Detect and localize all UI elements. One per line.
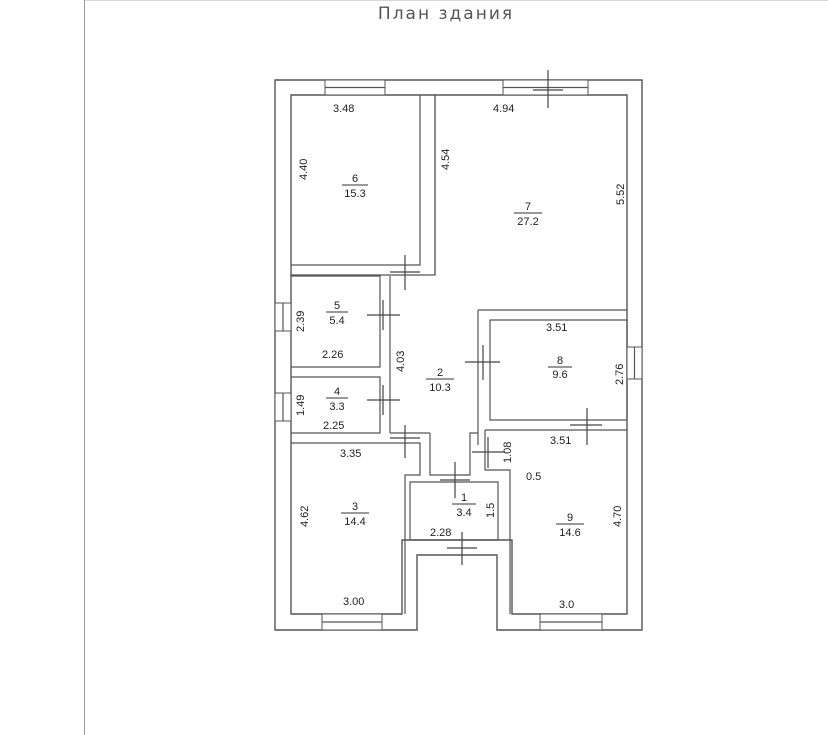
room-label-1: 1 3.4 <box>452 492 476 519</box>
svg-text:2.25: 2.25 <box>323 420 344 432</box>
svg-text:4.54: 4.54 <box>440 149 452 170</box>
svg-text:2.76: 2.76 <box>614 364 626 385</box>
svg-text:4.40: 4.40 <box>298 159 310 180</box>
svg-text:1.08: 1.08 <box>502 442 514 463</box>
svg-text:3.00: 3.00 <box>343 596 364 608</box>
room-label-3: 3 14.4 <box>341 501 369 528</box>
room-label-8: 8 9.6 <box>548 355 572 381</box>
svg-text:2.39: 2.39 <box>295 311 307 332</box>
svg-text:5.4: 5.4 <box>329 315 344 327</box>
svg-text:14.6: 14.6 <box>559 527 580 539</box>
room-label-6: 6 15.3 <box>342 173 368 200</box>
svg-text:3: 3 <box>352 501 358 513</box>
svg-text:5: 5 <box>334 300 340 312</box>
svg-text:3.51: 3.51 <box>550 435 571 447</box>
svg-text:9: 9 <box>567 512 573 524</box>
svg-text:3.4: 3.4 <box>456 507 471 519</box>
svg-text:4.94: 4.94 <box>493 103 514 115</box>
svg-text:0.5: 0.5 <box>526 471 541 483</box>
interior-walls <box>291 95 628 614</box>
svg-text:4: 4 <box>334 386 340 398</box>
svg-text:14.4: 14.4 <box>344 516 365 528</box>
page-frame-left <box>84 0 85 735</box>
plan-title: План здания <box>377 4 515 24</box>
dimension-labels: 3.48 4.40 4.94 4.54 5.52 2.39 2.26 1.49 … <box>295 103 627 611</box>
svg-text:2: 2 <box>437 367 443 379</box>
room-label-2: 2 10.3 <box>426 367 454 394</box>
svg-text:10.3: 10.3 <box>429 382 450 394</box>
room-label-4: 4 3.3 <box>326 386 348 413</box>
page-frame-top <box>84 0 828 1</box>
room-label-5: 5 5.4 <box>326 300 348 327</box>
svg-text:3.0: 3.0 <box>559 599 574 611</box>
svg-text:4.03: 4.03 <box>395 351 407 372</box>
svg-text:4.62: 4.62 <box>299 506 311 527</box>
svg-text:15.3: 15.3 <box>344 188 365 200</box>
svg-text:7: 7 <box>525 201 531 213</box>
svg-text:2.26: 2.26 <box>322 349 343 361</box>
svg-text:3.35: 3.35 <box>340 448 361 460</box>
svg-text:3.3: 3.3 <box>329 401 344 413</box>
door-marks <box>367 70 602 565</box>
svg-text:1.49: 1.49 <box>295 395 307 416</box>
svg-text:1.5: 1.5 <box>485 503 497 518</box>
room-label-7: 7 27.2 <box>514 201 542 228</box>
svg-text:6: 6 <box>352 173 358 185</box>
svg-text:3.48: 3.48 <box>333 103 354 115</box>
svg-text:8: 8 <box>557 355 563 367</box>
windows <box>274 79 643 631</box>
svg-text:1: 1 <box>461 492 467 504</box>
room-label-9: 9 14.6 <box>556 512 584 539</box>
svg-text:4.70: 4.70 <box>612 506 624 527</box>
svg-text:2.28: 2.28 <box>430 527 451 539</box>
svg-text:3.51: 3.51 <box>546 322 567 334</box>
svg-text:9.6: 9.6 <box>552 369 567 381</box>
svg-text:5.52: 5.52 <box>615 184 627 205</box>
svg-text:27.2: 27.2 <box>517 216 538 228</box>
